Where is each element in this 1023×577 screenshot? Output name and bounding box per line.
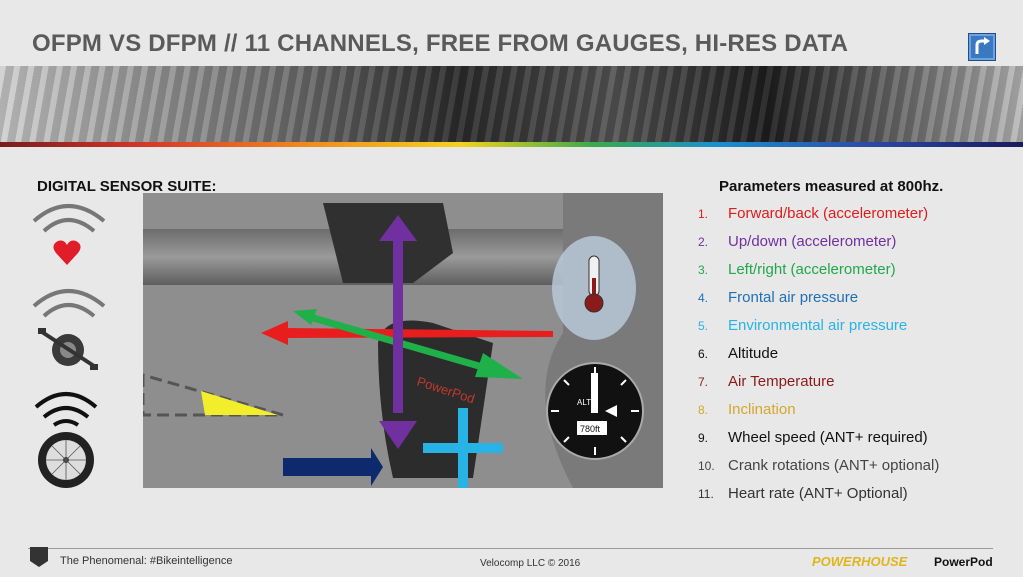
up-down-arrow [379, 215, 417, 449]
forward-back-arrow [261, 321, 553, 345]
powerhouse-logo: POWERHOUSE [812, 554, 908, 569]
frontal-air-arrow [283, 448, 383, 486]
param-item: 2.Up/down (accelerometer) [698, 233, 897, 250]
param-item: 8.Inclination [698, 401, 796, 418]
heart-rate-sensor [32, 204, 106, 265]
header-banner [0, 66, 1023, 142]
heart-icon [53, 240, 81, 265]
inclination-wedge [201, 391, 278, 415]
params-list: 1.Forward/back (accelerometer) 2.Up/down… [698, 204, 939, 512]
return-button[interactable] [968, 33, 996, 61]
wheel-icon [38, 432, 94, 488]
air-pressure-cross [423, 408, 503, 488]
altitude-gauge: ALT 780ft [546, 362, 644, 460]
footer-divider [28, 548, 993, 549]
crankset-icon [38, 328, 98, 370]
param-item: 6.Altitude [698, 345, 779, 362]
param-item: 10.Crank rotations (ANT+ optional) [698, 457, 940, 474]
thermometer-icon [584, 255, 604, 313]
device-diagram: PowerPod ALT 780ft [143, 193, 663, 488]
powerpod-logo: PowerPod [934, 555, 993, 569]
param-item: 9.Wheel speed (ANT+ required) [698, 429, 928, 446]
wireless-signal-icon [34, 392, 98, 427]
stem-clamp [323, 203, 453, 283]
footer-tagline: The Phenomenal: #Bikeintelligence [60, 555, 233, 567]
wireless-signal-icon [32, 204, 106, 233]
param-item: 11.Heart rate (ANT+ Optional) [698, 485, 908, 502]
param-item: 3.Left/right (accelerometer) [698, 261, 896, 278]
param-item: 7.Air Temperature [698, 373, 835, 390]
color-stripe [0, 142, 1023, 147]
gauge-value: 780ft [580, 424, 601, 434]
return-arrow-icon [975, 37, 990, 54]
velocomp-logo [30, 547, 48, 567]
crank-sensor [32, 289, 106, 370]
param-item: 4.Frontal air pressure [698, 289, 859, 306]
param-item: 5.Environmental air pressure [698, 317, 908, 334]
params-title: Parameters measured at 800hz. [719, 178, 944, 195]
sensor-suite-title: DIGITAL SENSOR SUITE: [37, 178, 217, 195]
param-item: 1.Forward/back (accelerometer) [698, 205, 929, 222]
wireless-signal-icon [32, 289, 106, 318]
page-title: OFPM VS DFPM // 11 CHANNELS, FREE FROM G… [32, 30, 849, 57]
gauge-label: ALT [577, 398, 591, 407]
footer-copyright: Velocomp LLC © 2016 [480, 558, 581, 569]
wheel-sensor [34, 392, 98, 488]
